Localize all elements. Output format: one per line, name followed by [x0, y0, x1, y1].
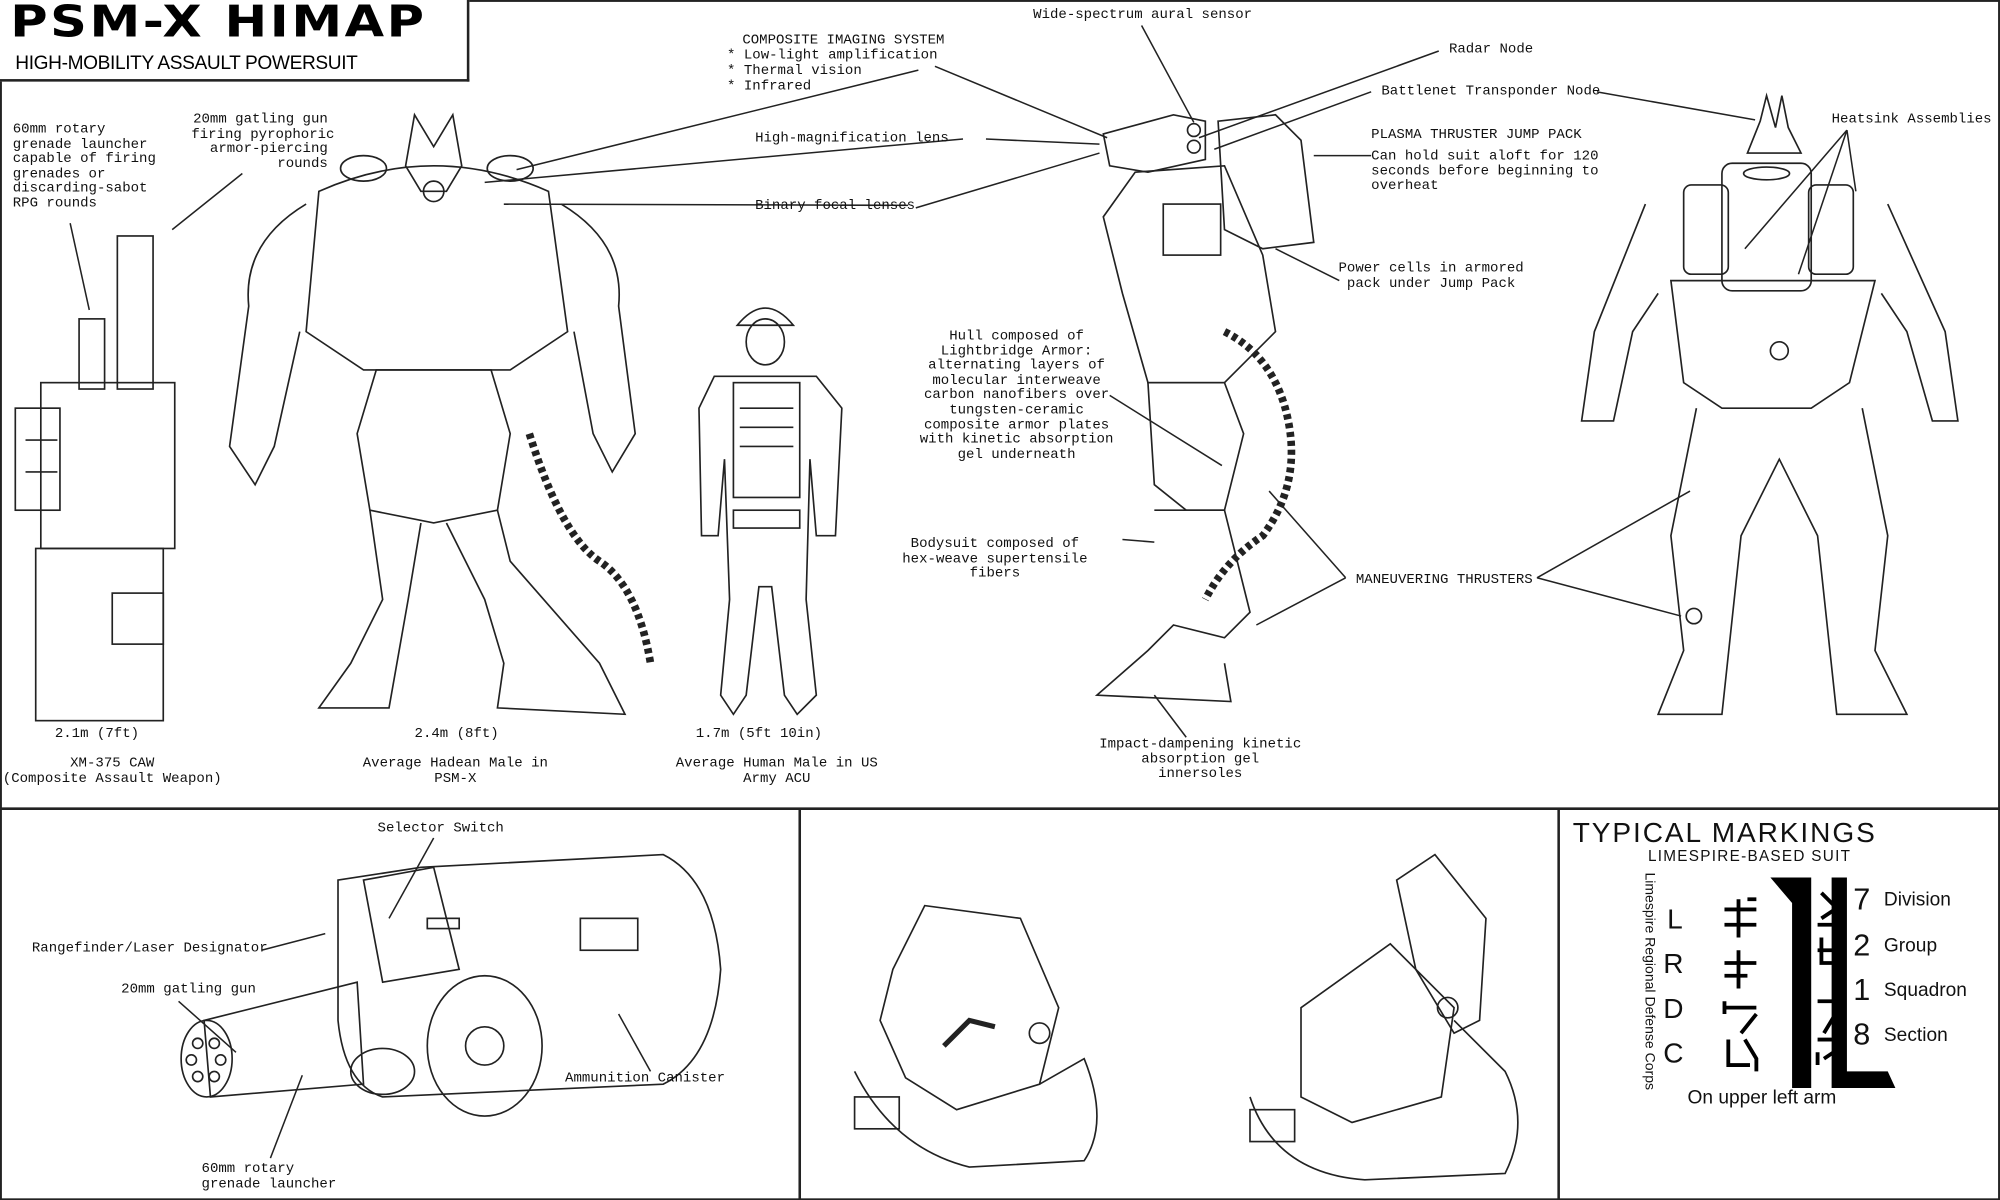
page-subtitle: HIGH-MOBILITY ASSAULT POWERSUIT	[15, 52, 358, 74]
unit-label: Section	[1883, 1024, 1948, 1046]
unit-number: 7	[1853, 882, 1871, 918]
helmet-open-sketch	[1249, 853, 1519, 1181]
imaging-heading: COMPOSITE IMAGING SYSTEM	[742, 33, 945, 49]
imaging-item: * Infrared	[727, 79, 812, 95]
gatling-label: 20mm gatling gun firing pyrophoric armor…	[191, 112, 335, 172]
figure-caption: Average Human Male in US Army ACU	[675, 756, 878, 787]
gatling-detail-label: 20mm gatling gun	[121, 982, 256, 998]
power-cells-label: Power cells in armored pack under Jump P…	[1338, 261, 1524, 292]
markings-letter: R	[1663, 947, 1684, 980]
helmet-closed-sketch	[853, 904, 1098, 1168]
markings-letter: D	[1663, 992, 1684, 1025]
caw-weapon-sketch	[14, 235, 176, 722]
human-soldier-sketch	[698, 307, 843, 716]
jump-pack-text: Can hold suit aloft for 120 seconds befo…	[1371, 149, 1599, 195]
battlenet-label: Battlenet Transponder Node	[1381, 84, 1601, 100]
title-box: PSM-X HIMAP HIGH-MOBILITY ASSAULT POWERS…	[0, 0, 470, 82]
figure-height: 1.7m (5ft 10in)	[695, 727, 823, 743]
ammo-canister-label: Ammunition Canister	[565, 1071, 726, 1087]
innersoles-label: Impact-dampening kinetic absorption gel …	[1099, 737, 1302, 783]
heatsink-label: Heatsink Assemblies	[1831, 112, 1992, 128]
leader-lines	[69, 25, 1857, 1159]
markings-footer: On upper left arm	[1687, 1086, 1837, 1109]
page-title: PSM-X HIMAP	[10, 0, 427, 48]
figure-caption: Average Hadean Male in PSM-X	[362, 756, 548, 787]
unit-number: 8	[1853, 1017, 1871, 1053]
figure-height: 2.4m (8ft)	[414, 727, 499, 743]
powersuit-rear-sketch	[1580, 92, 1959, 716]
unit-label: Squadron	[1883, 979, 1967, 1002]
unit-number: 1	[1853, 973, 1871, 1008]
markings-vertical-text: Limespire Regional Defense Corps	[1641, 872, 1657, 1091]
unit-label: Group	[1883, 934, 1938, 957]
bodysuit-label: Bodysuit composed of hex-weave supertens…	[902, 536, 1088, 582]
unit-label: Division	[1883, 889, 1951, 911]
markings-letter: L	[1667, 903, 1683, 935]
radar-node-label: Radar Node	[1448, 42, 1534, 58]
launcher-detail-label: 60mm rotary grenade launcher	[201, 1161, 337, 1193]
thrusters-label: MANEUVERING THRUSTERS	[1355, 572, 1533, 589]
grenade-launcher-label: 60mm rotary grenade launcher capable of …	[12, 122, 156, 212]
markings-glyphs	[1722, 891, 1847, 1072]
unit-number: 2	[1853, 928, 1871, 964]
weapon-detail-sketch	[180, 853, 722, 1117]
figure-height: 2.1m (7ft)	[54, 727, 140, 743]
markings-subtitle: LIMESPIRE-BASED SUIT	[1647, 846, 1852, 865]
hi-mag-lens-label: High-magnification lens	[755, 131, 949, 147]
powersuit-front-sketch	[228, 112, 655, 716]
markings-emblem	[1770, 877, 1896, 1089]
figure-caption: XM-375 CAW (Composite Assault Weapon)	[2, 756, 222, 787]
imaging-item: * Low-light amplification	[727, 48, 938, 64]
jump-pack-heading: PLASMA THRUSTER JUMP PACK	[1371, 127, 1582, 143]
imaging-item: * Thermal vision	[727, 63, 862, 80]
markings-title: TYPICAL MARKINGS	[1572, 816, 1877, 849]
hull-label: Hull composed of Lightbridge Armor: alte…	[919, 329, 1114, 463]
markings-letter: C	[1663, 1036, 1684, 1069]
rangefinder-label: Rangefinder/Laser Designator	[31, 941, 268, 957]
selector-switch-label: Selector Switch	[377, 821, 504, 837]
powersuit-side-sketch	[1094, 113, 1315, 703]
binary-lenses-label: Binary focal lenses	[755, 198, 916, 215]
aural-sensor-label: Wide-spectrum aural sensor	[1033, 7, 1253, 23]
